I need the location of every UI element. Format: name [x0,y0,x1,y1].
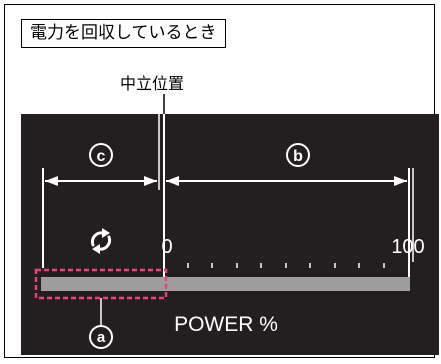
power-bar [41,277,410,291]
gauge-title: POWER % [174,313,278,336]
scale-start-label: 0 [161,236,172,258]
scale-ticks [187,263,385,268]
neutral-position-label: 中立位置 [120,74,185,93]
callout-c: c [89,143,113,167]
svg-text:b: b [293,148,303,165]
svg-text:c: c [97,148,106,165]
regen-arrows-icon [90,228,112,254]
dimension-arrow-c [45,176,157,186]
section-label: 電力を回収しているとき [21,19,226,48]
regen-zone-highlight [34,268,168,300]
svg-text:a: a [97,329,106,346]
dimension-arrow-b [166,176,407,186]
scale-end-label: 100 [391,236,424,258]
callout-b: b [286,143,310,167]
callout-a: a [89,325,113,349]
